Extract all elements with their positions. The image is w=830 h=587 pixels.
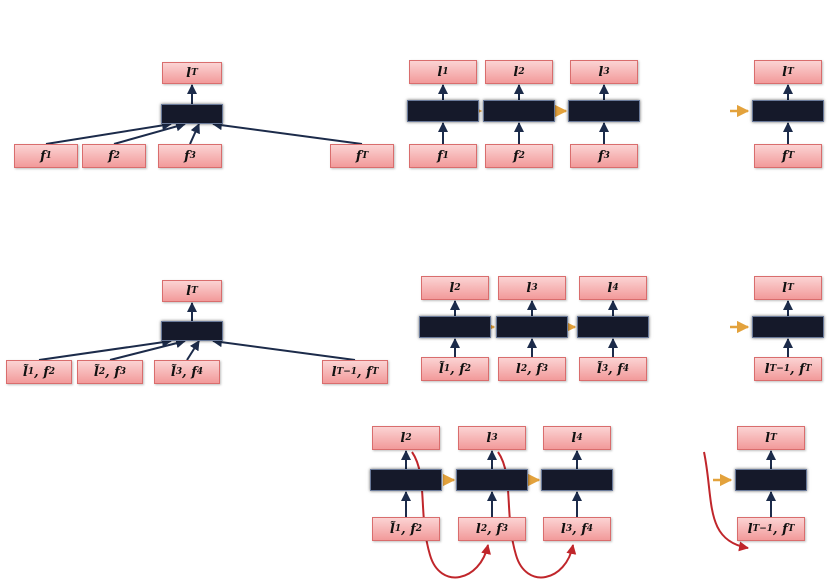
rnn-cell (752, 316, 824, 338)
rnn-cell (577, 316, 649, 338)
rnn-cell (456, 469, 528, 491)
input-arrow (212, 337, 356, 361)
input-arrow (45, 120, 172, 145)
rnn-cell (419, 316, 491, 338)
input-arrow (212, 120, 363, 145)
input-arrow (109, 338, 186, 361)
rnn-cell (752, 100, 824, 122)
rnn-cell (161, 321, 223, 341)
rnn-cell (370, 469, 442, 491)
input-arrow (38, 337, 172, 361)
input-arrow (186, 340, 200, 361)
rnn-cell (407, 100, 479, 122)
rnn-cell (568, 100, 640, 122)
rnn-cell (161, 104, 223, 124)
input-arrow (113, 121, 186, 145)
rnn-cell (483, 100, 555, 122)
rnn-cell (496, 316, 568, 338)
input-arrow (189, 123, 200, 145)
rnn-cell (541, 469, 613, 491)
rnn-cell (735, 469, 807, 491)
